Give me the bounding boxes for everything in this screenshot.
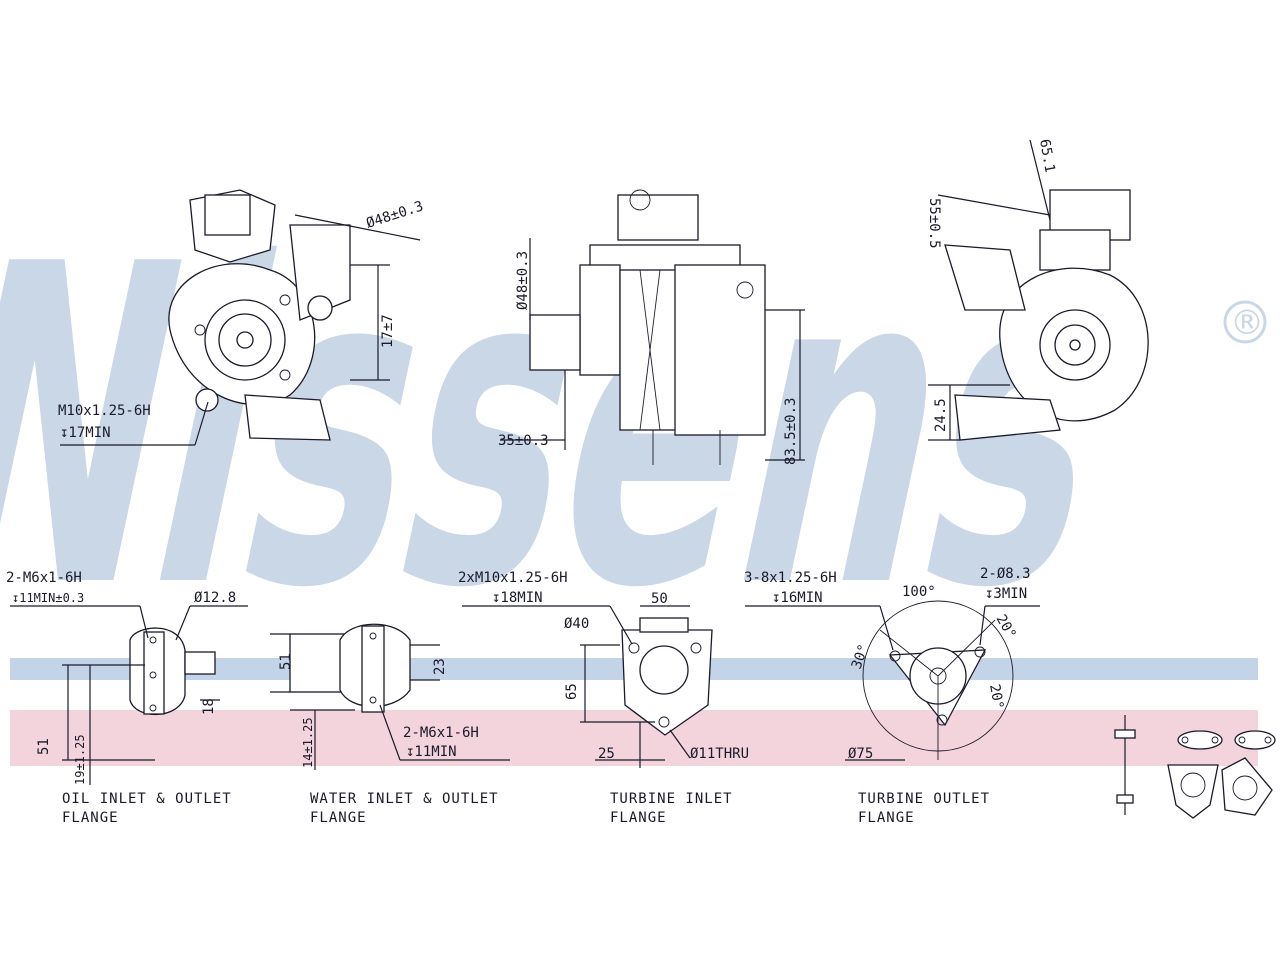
turbo-view-center — [500, 189, 805, 465]
outlet-caption-line2: FLANGE — [858, 810, 915, 826]
oil-flange-drawing — [10, 605, 248, 785]
right-dim-top: 65.1 — [1036, 138, 1058, 174]
left-thread-depth: ↧17MIN — [60, 425, 111, 441]
water-caption-line2: FLANGE — [310, 810, 367, 826]
inlet-thread-spec: 2xM10x1.25-6H — [458, 570, 568, 586]
outlet-bore-diameter: Ø75 — [848, 746, 873, 762]
oil-thread-depth: ↧11MIN±0.3 — [12, 591, 84, 605]
outlet-caption-line1: TURBINE OUTLET — [858, 791, 990, 807]
turbo-view-left — [60, 189, 421, 446]
oil-caption-line2: FLANGE — [62, 810, 119, 826]
turbine-inlet-flange-drawing — [462, 605, 713, 768]
right-dim-width: 55±0.5 — [926, 198, 942, 249]
inlet-through-hole: Ø11THRU — [690, 746, 749, 762]
outlet-angle-top: 100° — [902, 584, 936, 600]
gasket-set-icon — [1167, 730, 1276, 819]
outlet-thread-spec: 3-8x1.25-6H — [744, 570, 837, 586]
oil-thread-spec: 2-M6x1-6H — [6, 570, 82, 586]
registered-mark: ® — [1230, 303, 1264, 343]
inlet-bore-diameter: Ø40 — [564, 616, 589, 632]
inlet-caption-line2: FLANGE — [610, 810, 667, 826]
oil-dim-height: 51 — [36, 738, 52, 755]
registered-mark-ring — [1223, 300, 1267, 344]
inlet-dim-width: 50 — [651, 591, 668, 607]
inlet-thread-depth: ↧18MIN — [492, 590, 543, 606]
water-dim-offset: 14±1.25 — [301, 717, 315, 768]
oil-caption-line1: OIL INLET & OUTLET — [62, 791, 232, 807]
water-thread-spec: 2-M6x1-6H — [403, 725, 479, 741]
water-thread-depth: ↧11MIN — [406, 744, 457, 760]
outlet-pin-hole: 2-Ø8.3 — [980, 566, 1031, 582]
right-dim-base: 24.5 — [933, 398, 949, 432]
outlet-thread-depth: ↧16MIN — [772, 590, 823, 606]
water-caption-line1: WATER INLET & OUTLET — [310, 791, 499, 807]
left-dim-height: 17±7 — [380, 314, 396, 348]
center-dim-offset: 35±0.3 — [498, 433, 549, 449]
oil-port-diameter: Ø12.8 — [194, 590, 236, 606]
water-flange-drawing — [270, 623, 510, 770]
oil-dim-offset: 19±1.25 — [73, 734, 87, 785]
turbo-view-right — [928, 139, 1149, 441]
outlet-angle-lower-right: 20° — [986, 683, 1006, 711]
pink-band — [10, 710, 1258, 766]
water-dim-port: 23 — [432, 658, 448, 675]
inlet-caption-line1: TURBINE INLET — [610, 791, 733, 807]
oil-dim-port: 18 — [201, 698, 217, 715]
center-dim-height: 83.5±0.3 — [783, 398, 799, 465]
center-dim-bore: Ø48±0.3 — [515, 251, 531, 310]
inlet-dim-height: 65 — [564, 683, 580, 700]
water-dim-height: 51 — [278, 653, 294, 670]
outlet-pin-depth: ↧3MIN — [985, 586, 1027, 602]
turbine-outlet-flange-drawing — [745, 600, 1040, 761]
stud-bolt-icon — [1114, 715, 1136, 815]
inlet-dim-offset: 25 — [598, 746, 615, 762]
left-thread-spec: M10x1.25-6H — [58, 403, 151, 419]
